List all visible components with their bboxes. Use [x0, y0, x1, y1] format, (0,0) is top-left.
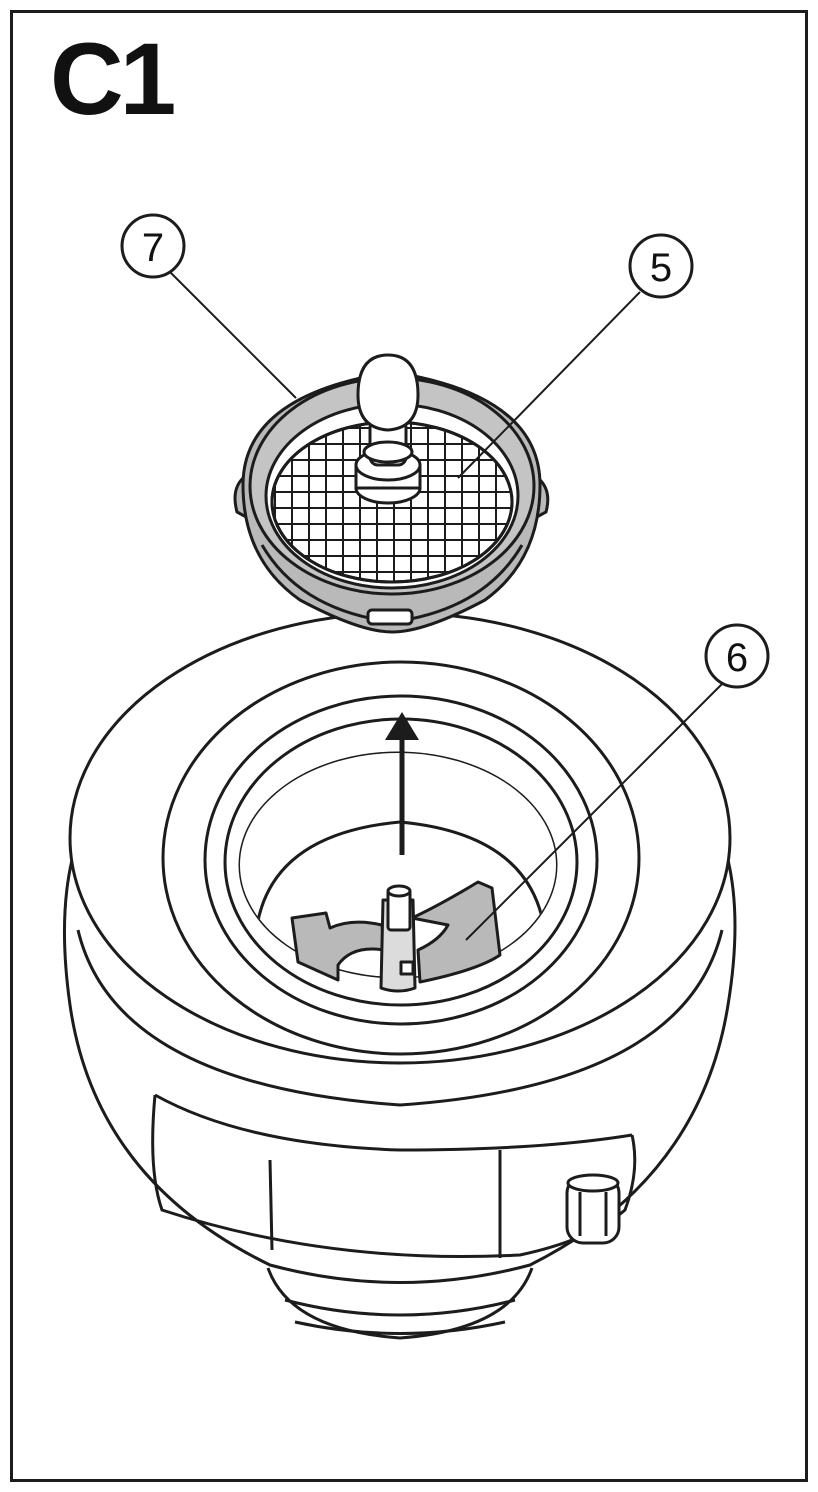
callout-number-6: 6	[726, 636, 748, 680]
panel-label: C1	[50, 22, 176, 136]
callout-7: 7	[120, 213, 297, 399]
up-arrow	[385, 712, 419, 855]
reset-button	[565, 1173, 621, 1245]
callout-number-7: 7	[142, 226, 164, 270]
callout-6: 6	[465, 623, 770, 941]
impeller	[290, 880, 502, 993]
callout-5: 5	[457, 233, 694, 479]
callout-number-5: 5	[650, 246, 672, 290]
filter-handle	[354, 353, 422, 505]
